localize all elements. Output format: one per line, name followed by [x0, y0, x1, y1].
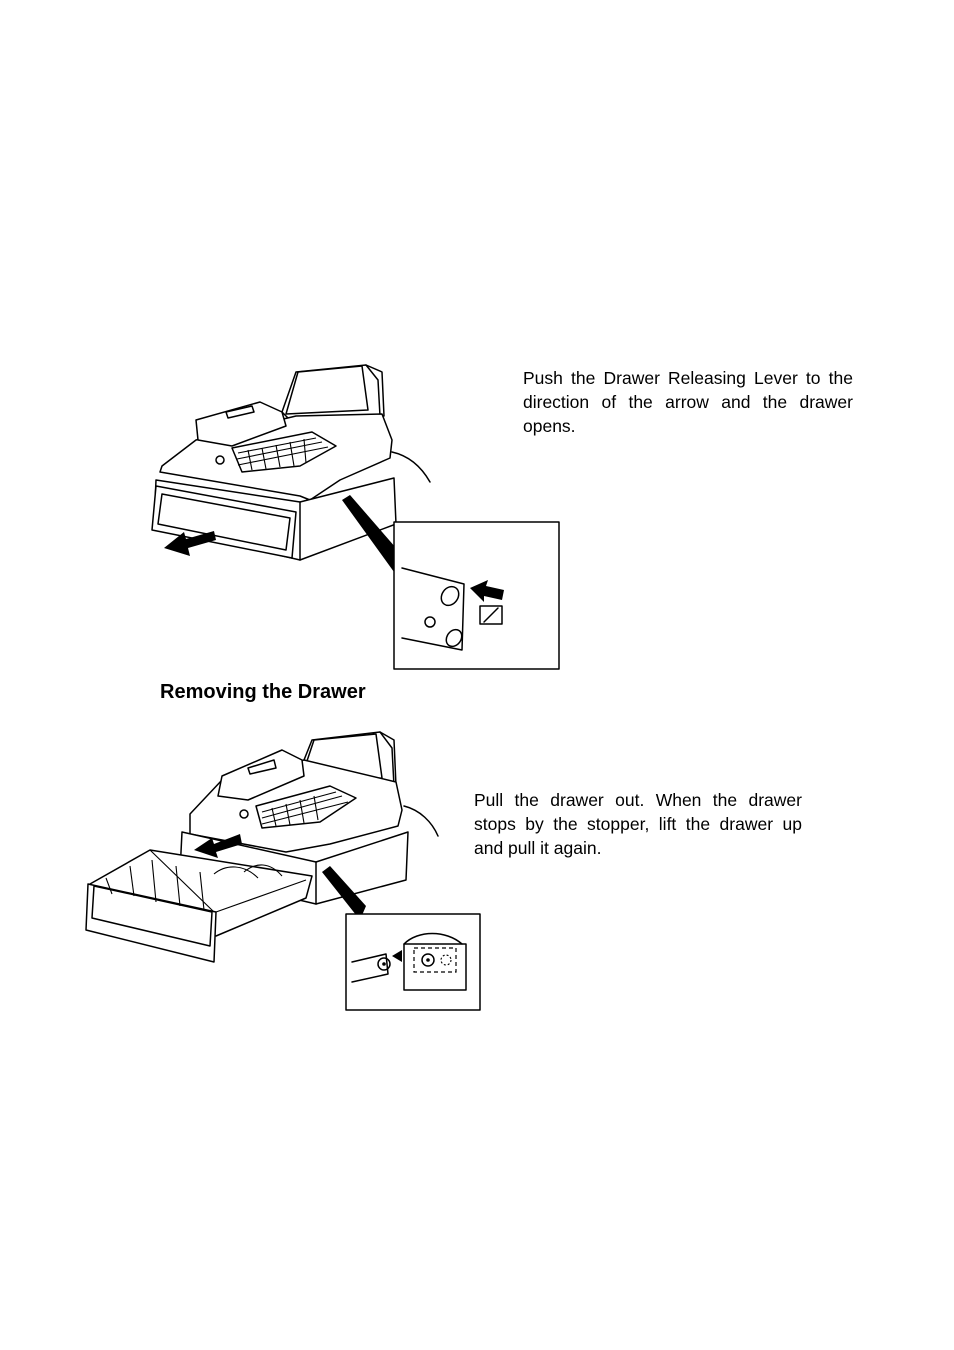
remove-drawer-instruction: Pull the drawer out. When the drawer sto…: [474, 788, 802, 860]
